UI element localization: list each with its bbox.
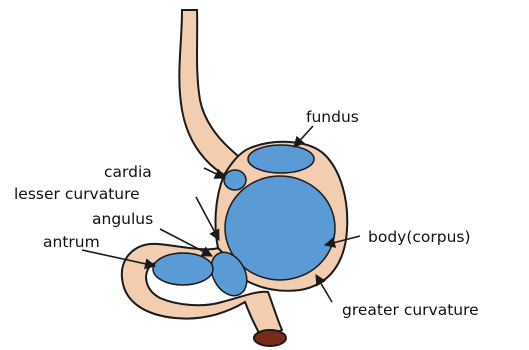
body-label: body(corpus) — [368, 228, 471, 246]
angulus-label: angulus — [92, 210, 153, 228]
lesser-curvature-label: lesser curvature — [14, 185, 140, 203]
greater-curvature-label: greater curvature — [342, 301, 479, 319]
fundus-label: fundus — [306, 108, 359, 126]
esophagus — [179, 10, 248, 175]
cardia-region — [224, 170, 246, 190]
cardia-label: cardia — [104, 163, 152, 181]
antrum-region — [153, 253, 213, 285]
duodenum-lumen — [254, 330, 286, 346]
antrum-label: antrum — [43, 233, 100, 251]
fundus-region — [248, 145, 314, 173]
